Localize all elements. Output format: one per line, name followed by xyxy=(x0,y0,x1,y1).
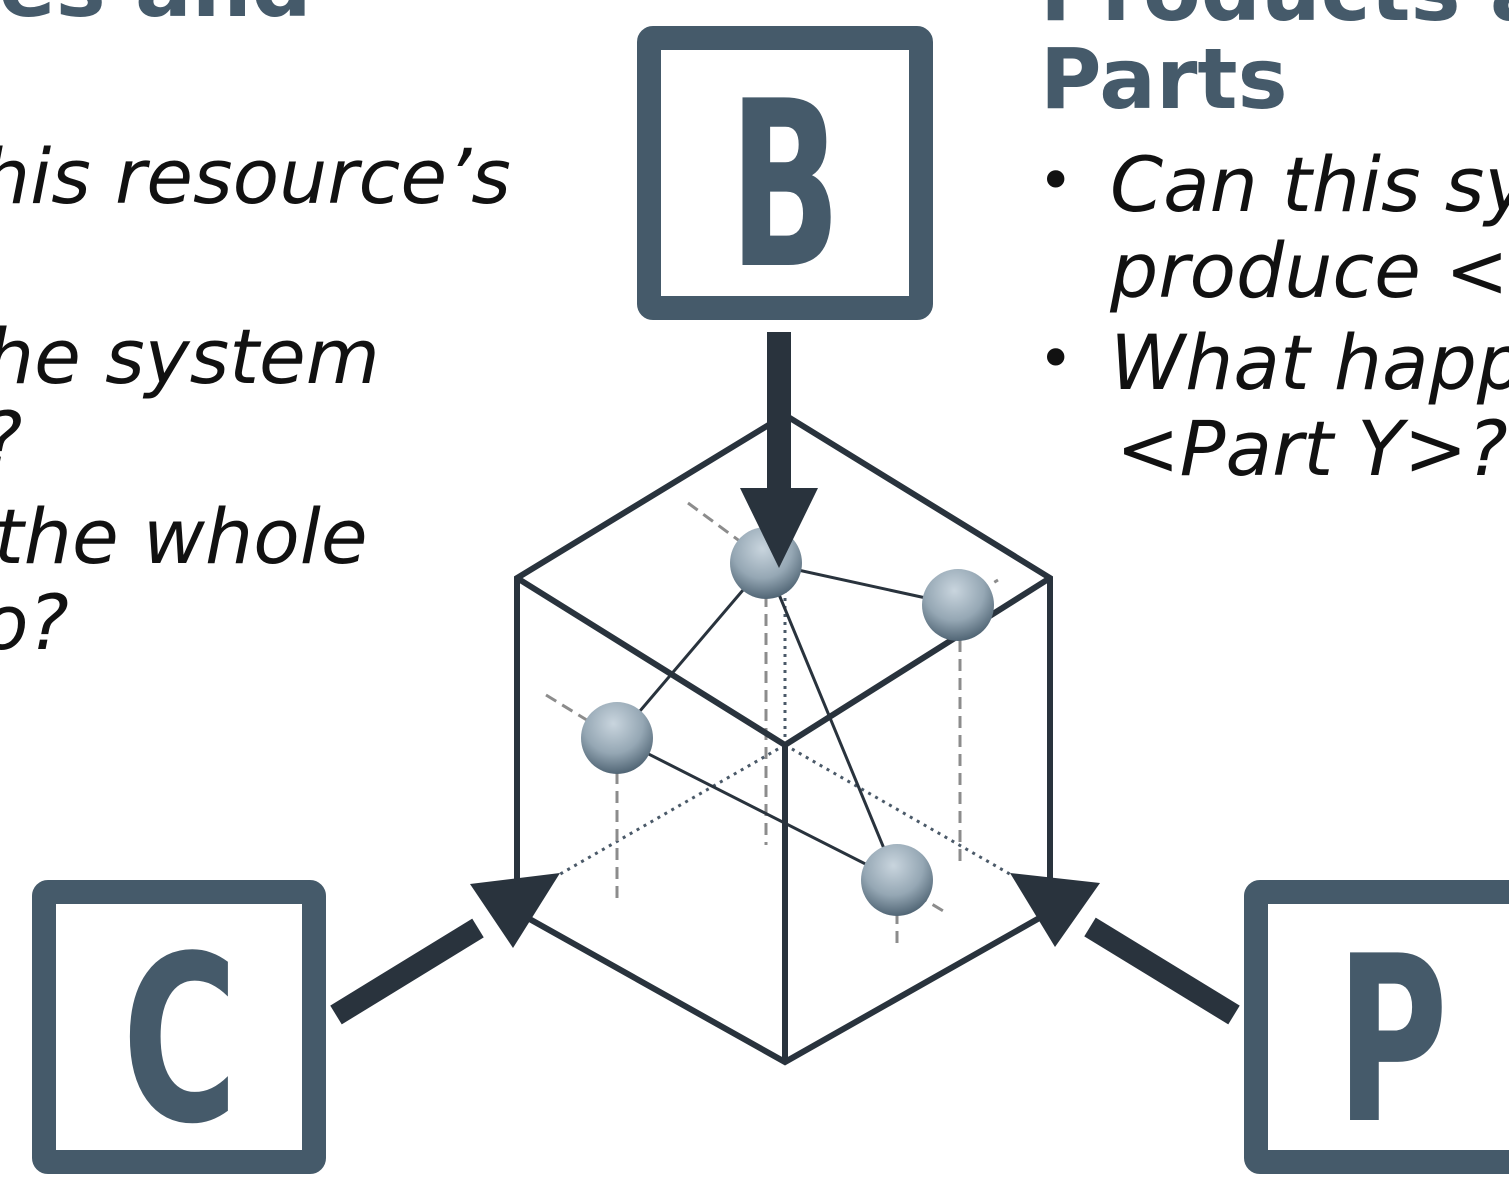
bullet-marker-1: • xyxy=(1038,146,1074,216)
left-text-line-3: ? xyxy=(0,395,22,484)
node-left xyxy=(581,702,653,774)
left-text-line-2: he system xyxy=(0,312,380,401)
right-heading-line-2: Parts xyxy=(1040,30,1288,128)
box-top: B xyxy=(637,26,933,320)
arrow-right-head xyxy=(1010,873,1100,947)
left-text-line-4: the whole xyxy=(0,492,368,581)
right-bullet-2-line-1: What happ xyxy=(1110,318,1509,407)
cube-outline xyxy=(514,411,1053,1066)
box-right: P xyxy=(1244,880,1509,1175)
box-right-letter: P xyxy=(1336,908,1448,1175)
cube-front-edge-right xyxy=(783,575,1052,748)
left-text-line-1: his resource’s xyxy=(0,132,511,221)
right-heading-line-1: Products a xyxy=(1040,0,1509,40)
node-right xyxy=(922,569,994,641)
box-left: C xyxy=(32,880,326,1175)
left-text-line-5: o? xyxy=(0,578,69,667)
left-heading-fragment: ies and xyxy=(0,0,312,36)
arrow-top-head xyxy=(740,488,818,568)
arrow-right-shaft xyxy=(1084,917,1240,1025)
arrow-left-head xyxy=(470,873,560,948)
node-bottom xyxy=(861,844,933,916)
box-left-letter: C xyxy=(122,908,238,1175)
right-bullet-1-line-2: produce <P xyxy=(1110,226,1509,315)
arrow-left-shaft xyxy=(330,918,484,1025)
right-bullet-2-line-2: <Part Y>? xyxy=(1116,404,1508,493)
right-bullet-1-line-1: Can this sy xyxy=(1110,140,1509,229)
arrows xyxy=(330,332,1240,1025)
box-top-letter: B xyxy=(729,53,841,320)
cube-front-edge-left xyxy=(515,575,787,748)
bullet-marker-2: • xyxy=(1038,324,1074,394)
